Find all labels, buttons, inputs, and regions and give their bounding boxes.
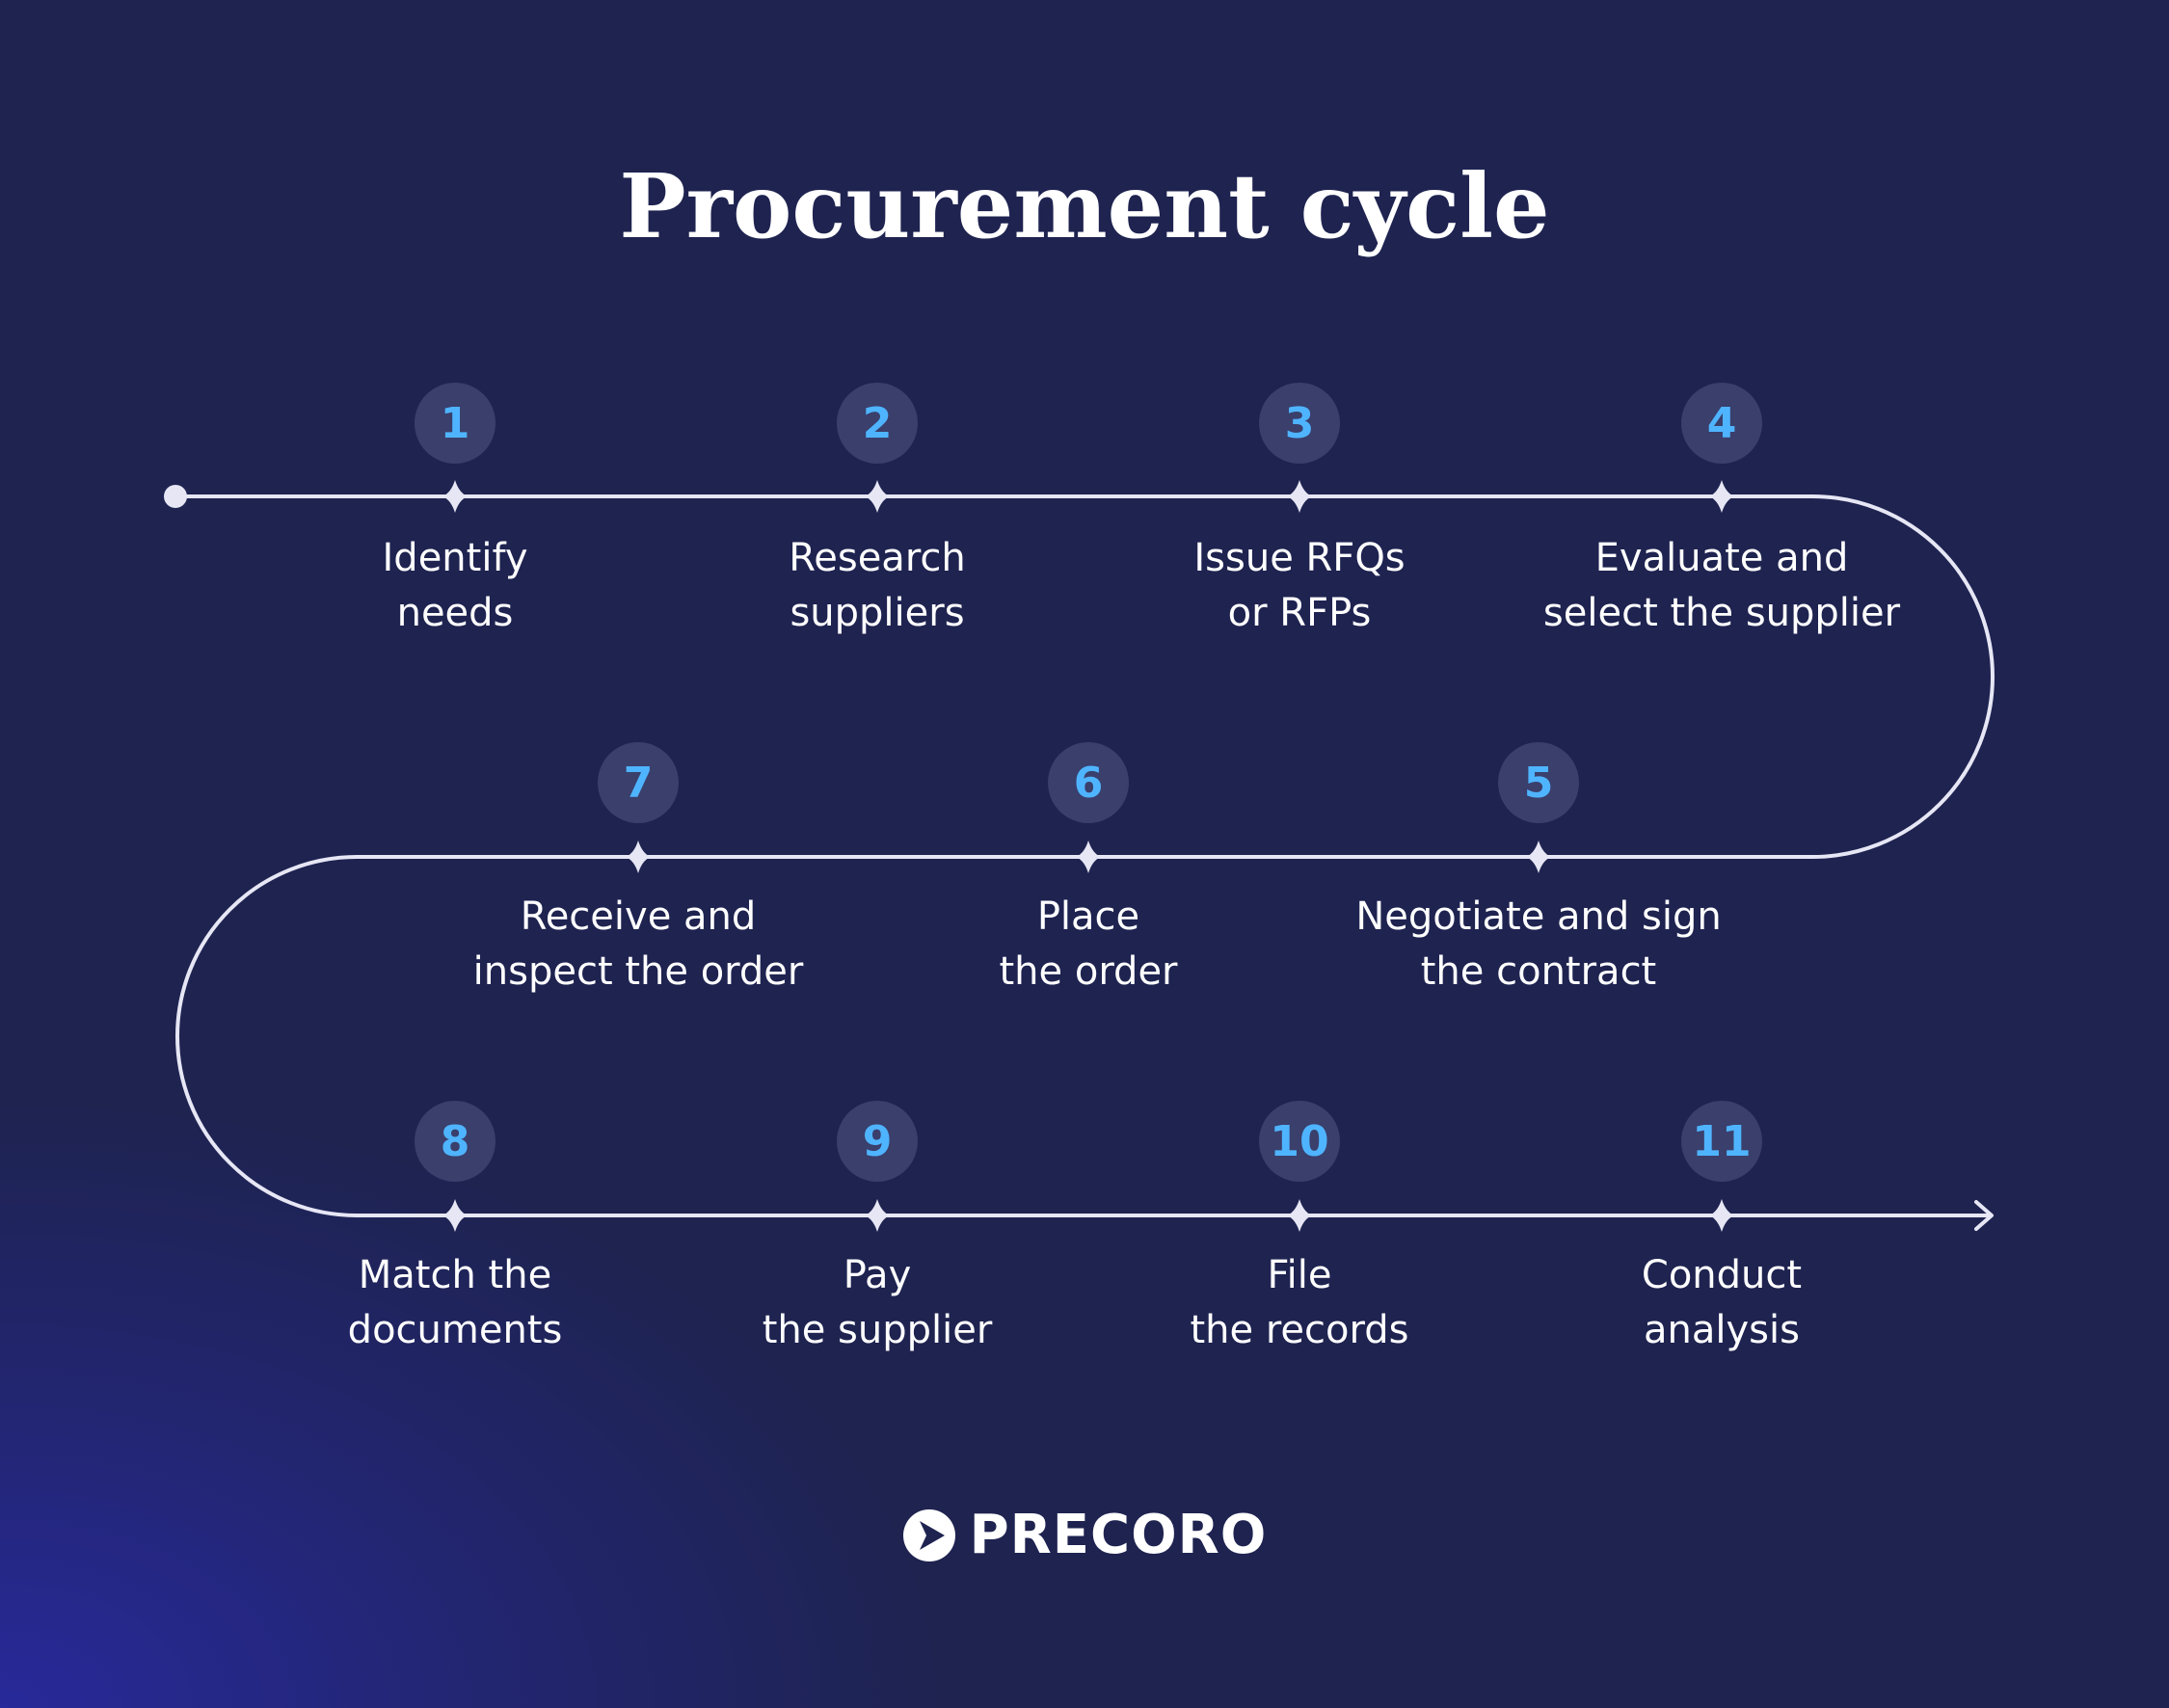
step-label-line: select the supplier — [1542, 591, 1901, 635]
step-9-label: Pay the supplier — [646, 1248, 1109, 1358]
step-number-badge: 11 — [1681, 1101, 1762, 1182]
step-label-line: needs — [396, 591, 514, 635]
step-number-badge: 4 — [1681, 383, 1762, 464]
step-2: 2 — [665, 383, 1089, 464]
step-label-line: inspect the order — [472, 949, 804, 994]
step-10-label: File the records — [1068, 1248, 1531, 1358]
step-number-badge: 3 — [1259, 383, 1340, 464]
step-1: 1 — [243, 383, 667, 464]
step-label-line: Issue RFQs — [1193, 536, 1406, 580]
step-label-line: or RFPs — [1227, 591, 1372, 635]
step-label-line: documents — [347, 1308, 563, 1352]
step-marker-sparkle-icon — [442, 1199, 468, 1232]
step-marker-sparkle-icon — [865, 480, 890, 513]
step-label-line: Evaluate and — [1594, 536, 1849, 580]
step-marker-sparkle-icon — [865, 1199, 890, 1232]
step-label-line: Receive and — [520, 894, 757, 939]
step-2-label: Research suppliers — [646, 531, 1109, 641]
step-label-line: the order — [999, 949, 1178, 994]
step-label-line: File — [1267, 1253, 1332, 1297]
precoro-logo-text: PRECORO — [969, 1504, 1268, 1566]
step-label-line: Pay — [843, 1253, 912, 1297]
step-number-badge: 6 — [1048, 742, 1129, 823]
step-5-label: Negotiate and sign the contract — [1307, 890, 1770, 1000]
step-6-label: Place the order — [857, 890, 1320, 1000]
precoro-logo-icon — [902, 1508, 955, 1561]
step-marker-sparkle-icon — [626, 841, 651, 873]
step-label-line: Match the — [358, 1253, 552, 1297]
step-marker-sparkle-icon — [442, 480, 468, 513]
step-9: 9 — [665, 1101, 1089, 1182]
step-4-label: Evaluate and select the supplier — [1490, 531, 1953, 641]
step-6: 6 — [876, 742, 1300, 823]
step-number-badge: 8 — [415, 1101, 495, 1182]
step-label-line: Place — [1036, 894, 1140, 939]
step-5: 5 — [1326, 742, 1751, 823]
step-3-label: Issue RFQs or RFPs — [1068, 531, 1531, 641]
step-label-line: Conduct — [1641, 1253, 1803, 1297]
step-3: 3 — [1087, 383, 1512, 464]
step-number-badge: 5 — [1498, 742, 1579, 823]
step-number-badge: 10 — [1259, 1101, 1340, 1182]
step-marker-sparkle-icon — [1709, 480, 1734, 513]
step-label-line: the records — [1190, 1308, 1409, 1352]
path-start-dot — [164, 485, 187, 508]
page-title: Procurement cycle — [619, 154, 1550, 258]
step-label-line: the supplier — [762, 1308, 993, 1352]
step-label-line: Identify — [382, 536, 528, 580]
step-label-line: the contract — [1420, 949, 1657, 994]
step-label-line: Research — [789, 536, 966, 580]
step-marker-sparkle-icon — [1076, 841, 1101, 873]
step-marker-sparkle-icon — [1287, 1199, 1312, 1232]
step-11: 11 — [1510, 1101, 1934, 1182]
step-marker-sparkle-icon — [1526, 841, 1551, 873]
step-4: 4 — [1510, 383, 1934, 464]
step-1-label: Identify needs — [224, 531, 686, 641]
step-number-badge: 1 — [415, 383, 495, 464]
step-number-badge: 2 — [837, 383, 918, 464]
step-number-badge: 9 — [837, 1101, 918, 1182]
step-marker-sparkle-icon — [1709, 1199, 1734, 1232]
step-8: 8 — [243, 1101, 667, 1182]
step-11-label: Conduct analysis — [1490, 1248, 1953, 1358]
path-end-arrow-icon — [1974, 1200, 1994, 1231]
step-10: 10 — [1087, 1101, 1512, 1182]
step-7-label: Receive and inspect the order — [407, 890, 870, 1000]
step-label-line: suppliers — [790, 591, 965, 635]
step-7: 7 — [426, 742, 850, 823]
step-marker-sparkle-icon — [1287, 480, 1312, 513]
step-number-badge: 7 — [598, 742, 679, 823]
step-label-line: analysis — [1644, 1308, 1800, 1352]
step-label-line: Negotiate and sign — [1355, 894, 1722, 939]
step-8-label: Match the documents — [224, 1248, 686, 1358]
precoro-logo: PRECORO — [0, 1504, 2169, 1566]
